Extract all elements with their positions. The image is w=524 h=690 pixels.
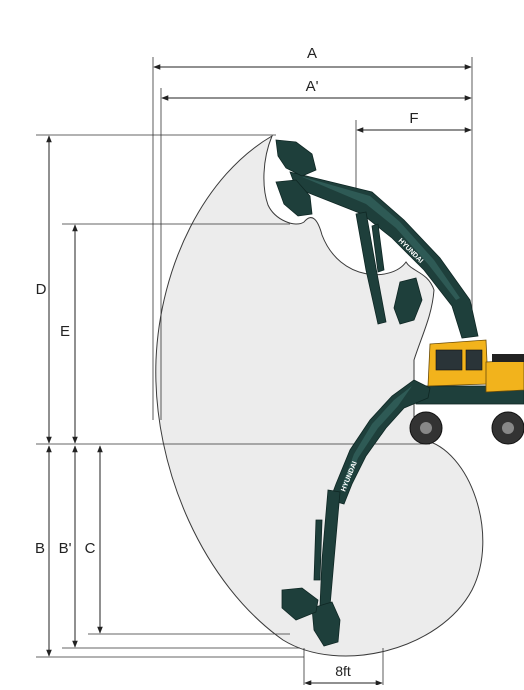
dimension-b-prime: B' [59,445,78,648]
upper-stick [355,211,387,325]
upper-boom-assembly: HYUNDAI [275,139,479,339]
rear-wheel-hub [502,422,514,434]
label-f: F [409,110,418,127]
front-wheel-hub [420,422,432,434]
label-b-prime: B' [59,540,72,557]
engine-cover [485,359,524,393]
upper-cylinder [371,223,385,273]
lower-bucket-curl [281,587,319,621]
label-a: A [307,45,317,62]
label-d: D [36,281,47,298]
label-e: E [60,323,70,340]
dimension-a: A [152,45,473,420]
dimension-a-prime: A' [160,78,472,420]
upper-bucket-mid [275,179,313,217]
lower-bucket [311,601,341,647]
cab-window [435,349,463,371]
cab-window-side [465,349,483,371]
upper-bucket-low [393,277,423,325]
dimension-e: E [60,224,78,444]
dimension-8ft: 8ft [303,648,384,690]
dimension-d: D [36,135,52,444]
label-8ft: 8ft [335,663,351,679]
digging-envelope [155,134,484,657]
dimension-b: B [35,445,52,657]
lower-boom-assembly: HYUNDAI [281,379,431,647]
label-b: B [35,540,45,557]
upper-bucket-top [275,139,317,177]
dimension-c: C [85,445,103,634]
label-a-prime: A' [306,78,319,95]
label-c: C [85,540,96,557]
dimension-f: F [355,110,472,188]
lower-cylinder [313,519,323,581]
excavator-body [409,339,524,445]
counterweight-top [492,354,524,362]
